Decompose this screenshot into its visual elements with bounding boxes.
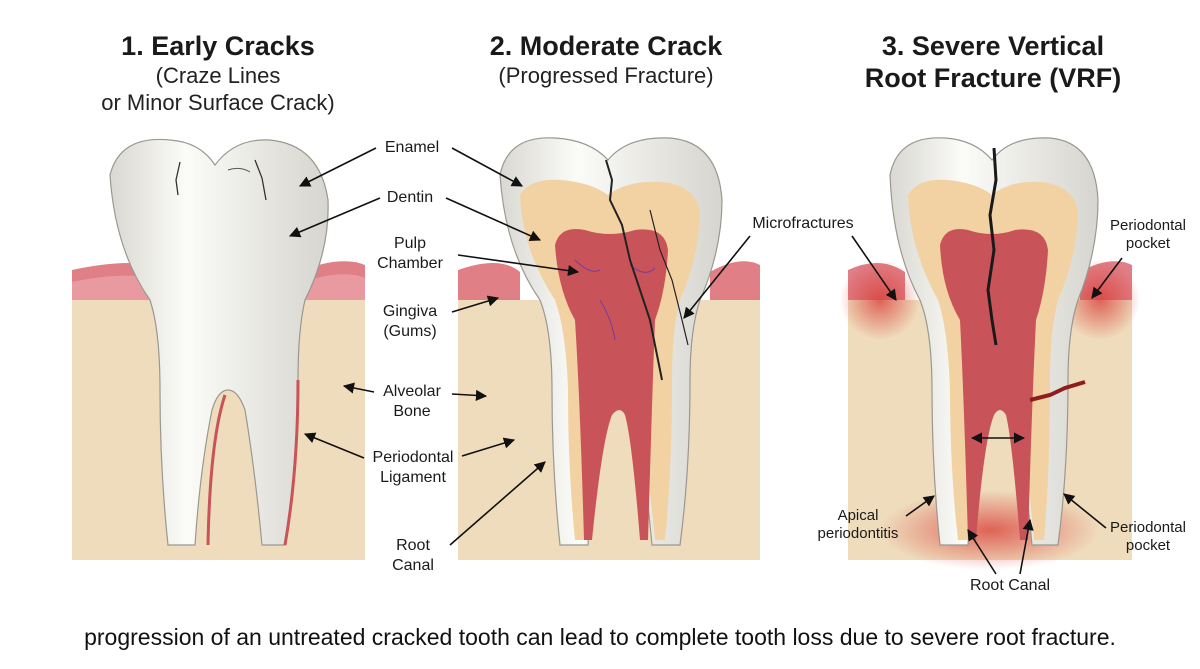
microfracture-2: [649, 209, 689, 346]
root-canal-1: [206, 394, 227, 546]
arrow-root-canal: [449, 461, 546, 546]
label-apical-periodontitis-line-2: periodontitis: [818, 525, 899, 542]
arrow-pulp-chamber: [457, 254, 580, 277]
label-periodontal-pocket-bottom-line-2: pocket: [1126, 537, 1171, 554]
vertical-root-fracture: [986, 147, 998, 346]
caption: progression of an untreated cracked toot…: [84, 624, 1116, 650]
arrow-apical-periodontitis: [905, 495, 935, 517]
arrow-alveolar-bone-1: [342, 382, 375, 394]
inflammation-left: [840, 260, 920, 340]
label-apical-periodontitis-line-1: Apical: [838, 507, 879, 524]
label-root-canal-3: Root Canal: [970, 577, 1050, 594]
label-periodontal-pocket-top-line-2: pocket: [1126, 235, 1171, 252]
arrow-gingiva: [451, 295, 500, 313]
label-pulp-chamber-line-2: Chamber: [377, 255, 443, 272]
craze-line-1: [175, 161, 181, 196]
panel-2-title: 2. Moderate Crack: [490, 31, 724, 61]
label-pulp-chamber-line-1: Pulp: [394, 235, 426, 252]
label-microfractures: Microfractures: [752, 215, 853, 232]
arrow-enamel-1: [298, 147, 377, 187]
arrow-microfractures-1: [683, 235, 751, 319]
arrow-dentin-2: [445, 197, 542, 242]
label-periodontal-pocket-top-line-1: Periodontal: [1110, 217, 1186, 234]
arrow-microfractures-2: [851, 235, 897, 301]
pulp-chamber-3: [940, 229, 1048, 540]
panel-2-subtitle: (Progressed Fracture): [498, 63, 713, 88]
arrow-periodontal-pocket-bottom: [1063, 493, 1107, 529]
arrow-dentin-1: [288, 197, 381, 238]
label-periodontal-pocket-bottom-line-1: Periodontal: [1110, 519, 1186, 536]
arrow-periodontal-ligament-1: [303, 432, 365, 459]
label-enamel: Enamel: [385, 139, 439, 156]
arrow-alveolar-bone-2: [451, 389, 488, 401]
panel-moderate-crack: [458, 137, 760, 560]
inflammation-apex: [880, 490, 1100, 570]
label-gingiva-line-2: (Gums): [383, 323, 436, 340]
label-periodontal-ligament-line-1: Periodontal: [373, 449, 454, 466]
arrow-periodontal-ligament-2: [461, 437, 516, 457]
arrow-enamel-2: [451, 147, 523, 187]
arrow-periodontal-pocket-top: [1091, 257, 1123, 299]
arrow-root-canal-3-right: [1019, 518, 1034, 575]
panel-3-title-line-1: 3. Severe Vertical: [882, 31, 1104, 61]
arrow-root-canal-3-left: [967, 529, 997, 575]
label-periodontal-ligament-line-2: Ligament: [380, 469, 446, 486]
panel-1-subtitle-line-1: (Craze Lines: [156, 63, 281, 88]
horizontal-root-fracture: [1029, 380, 1086, 402]
panel-1-title: 1. Early Cracks: [121, 31, 315, 61]
label-root-canal-line-1: Root: [396, 537, 430, 554]
panel-1-subtitle-line-2: or Minor Surface Crack): [101, 90, 335, 115]
periodontal-ligament-1: [283, 379, 300, 546]
panel-severe-vrf: [840, 137, 1140, 570]
craze-line-2: [254, 159, 267, 201]
pulp-chamber-2: [555, 229, 668, 540]
label-alveolar-bone-line-1: Alveolar: [383, 383, 441, 400]
crack-line-2: [605, 159, 663, 381]
panel-3-title-line-2: Root Fracture (VRF): [865, 63, 1122, 93]
label-dentin: Dentin: [387, 189, 433, 206]
label-root-canal-line-2: Canal: [392, 557, 434, 574]
label-gingiva-line-1: Gingiva: [383, 303, 437, 320]
label-alveolar-bone-line-2: Bone: [393, 403, 430, 420]
panel-early-cracks: [72, 138, 365, 560]
tooth-1: [109, 138, 329, 546]
